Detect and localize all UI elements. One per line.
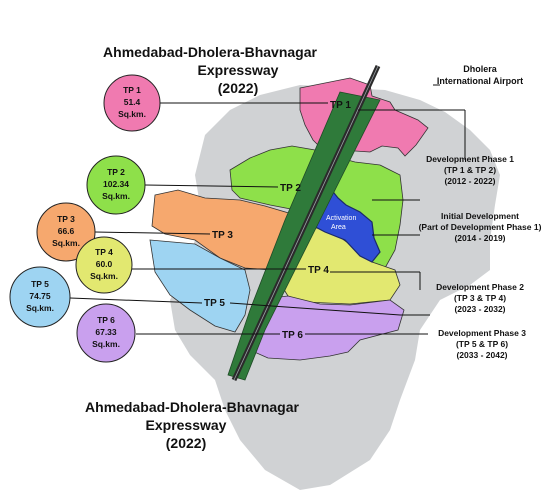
phase-2-line1: Development Phase 2 xyxy=(436,282,524,292)
tp4-bubble-name: TP 4 xyxy=(95,247,113,257)
expressway-title-top-line1: Ahmedabad-Dholera-Bhavnagar xyxy=(103,44,317,60)
phase-3-line3: (2033 - 2042) xyxy=(456,350,507,360)
phase-2-line2: (TP 3 & TP 4) xyxy=(454,293,506,303)
phase-1-line2: (TP 1 & TP 2) xyxy=(444,165,496,175)
map-label-tp3: TP 3 xyxy=(212,230,233,241)
leader-lines xyxy=(69,84,466,335)
tp2-bubble-area: 102.34 xyxy=(103,179,129,189)
phase-1-line1: Development Phase 1 xyxy=(426,154,514,164)
tp5-bubble-area: 74.75 xyxy=(29,291,51,301)
expressway-road-centerline xyxy=(233,65,379,381)
tp3-bubble-unit: Sq.km. xyxy=(52,238,80,248)
expressway-title-bottom-line1: Ahmedabad-Dholera-Bhavnagar xyxy=(85,399,299,415)
phase-initial-line1: Initial Development xyxy=(441,211,519,221)
tp6-bubble: TP 6 67.33 Sq.km. xyxy=(76,303,136,363)
tp5-bubble-name: TP 5 xyxy=(31,279,49,289)
tp1-bubble: TP 1 51.4 Sq.km. xyxy=(103,74,161,132)
map-label-tp2: TP 2 xyxy=(280,183,301,194)
airport-label-line1: Dholera xyxy=(463,64,498,74)
phase-3-line2: (TP 5 & TP 6) xyxy=(456,339,508,349)
phase-1-label: Development Phase 1 (TP 1 & TP 2) (2012 … xyxy=(426,154,514,186)
phase-3-line1: Development Phase 3 xyxy=(438,328,526,338)
phase-2-label: Development Phase 2 (TP 3 & TP 4) (2023 … xyxy=(436,282,524,314)
phase-2-line3: (2023 - 2032) xyxy=(454,304,505,314)
phase-1-line3: (2012 - 2022) xyxy=(444,176,495,186)
expressway-title-bottom-line3: (2022) xyxy=(166,435,206,451)
phase-initial-line2: (Part of Development Phase 1) xyxy=(419,222,542,232)
airport-label: Dholera International Airport xyxy=(437,64,523,86)
tp3-bubble: TP 3 66.6 Sq.km. xyxy=(36,202,96,262)
expressway-title-top-line3: (2022) xyxy=(218,80,258,96)
map-label-tp5: TP 5 xyxy=(204,298,225,309)
tp1-bubble-name: TP 1 xyxy=(123,85,141,95)
tp4-bubble-area: 60.0 xyxy=(96,259,113,269)
tp3-bubble-area: 66.6 xyxy=(58,226,75,236)
tp2-bubble-name: TP 2 xyxy=(107,167,125,177)
tp5-bubble-unit: Sq.km. xyxy=(26,303,54,313)
tp1-bubble-area: 51.4 xyxy=(124,97,141,107)
map-label-tp6: TP 6 xyxy=(282,330,303,341)
tp6-bubble-name: TP 6 xyxy=(97,315,115,325)
tp2-bubble: TP 2 102.34 Sq.km. xyxy=(86,155,146,215)
phase-initial-label: Initial Development (Part of Development… xyxy=(419,211,542,243)
phase-3-label: Development Phase 3 (TP 5 & TP 6) (2033 … xyxy=(438,328,526,360)
map-label-tp4: TP 4 xyxy=(308,265,329,276)
expressway-title-bottom: Ahmedabad-Dholera-Bhavnagar Expressway (… xyxy=(85,399,299,451)
tp4-bubble-unit: Sq.km. xyxy=(90,271,118,281)
airport-label-line2: International Airport xyxy=(437,76,523,86)
phase-initial-line3: (2014 - 2019) xyxy=(454,233,505,243)
expressway-title-bottom-line2: Expressway xyxy=(146,417,227,433)
activation-area-label-1: Activation xyxy=(326,215,356,222)
tp2-bubble-unit: Sq.km. xyxy=(102,191,130,201)
tp5-bubble: TP 5 74.75 Sq.km. xyxy=(9,266,71,328)
tp4-bubble: TP 4 60.0 Sq.km. xyxy=(75,236,133,294)
tp1-bubble-unit: Sq.km. xyxy=(118,109,146,119)
zone-tp5 xyxy=(149,239,251,333)
map-label-tp1: TP 1 xyxy=(330,100,351,111)
tp3-bubble-name: TP 3 xyxy=(57,214,75,224)
expressway-title-top-line2: Expressway xyxy=(198,62,279,78)
expressway-title-top: Ahmedabad-Dholera-Bhavnagar Expressway (… xyxy=(103,44,317,96)
tp6-bubble-unit: Sq.km. xyxy=(92,339,120,349)
tp6-bubble-area: 67.33 xyxy=(95,327,117,337)
activation-area-label-2: Area xyxy=(331,224,346,231)
